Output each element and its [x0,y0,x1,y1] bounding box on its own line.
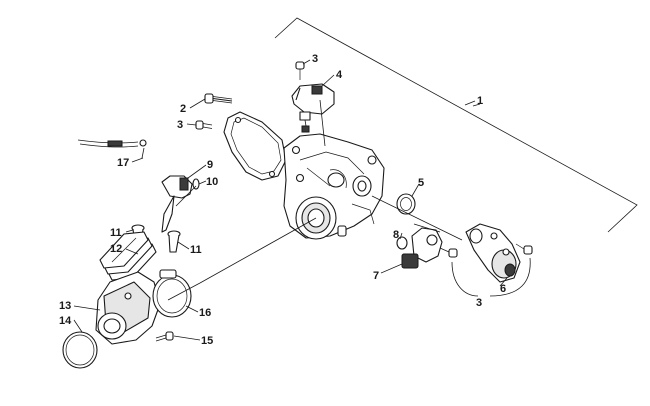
screw-part-11-right [167,230,181,253]
callout-13: 13 [59,300,71,312]
sensor-part-7 [401,227,443,269]
callout-labels: 1 2 3 3 3 4 5 6 7 8 9 10 11 11 12 13 14 … [59,53,506,347]
callout-7: 7 [373,270,379,282]
screw-part-3-right-a [439,247,458,258]
alignment-lines [167,99,463,301]
callout-11-left: 11 [110,227,122,239]
clamp-part-16 [152,269,192,318]
callout-2: 2 [180,103,186,115]
screw-part-15 [155,331,174,342]
idle-valve-part-6 [465,223,521,283]
callout-3-left: 3 [177,119,183,131]
callout-4: 4 [336,69,343,81]
o-ring-part-5 [396,193,416,215]
callout-15: 15 [201,335,213,347]
callout-6: 6 [500,283,506,295]
assembly-bracket [274,17,638,233]
throttle-cable [77,139,147,159]
screw-part-3-left [195,120,213,130]
callout-1: 1 [477,95,483,107]
cover-plate [223,111,287,181]
sensor-part-4 [291,83,335,133]
callout-10: 10 [206,176,218,188]
callout-12: 12 [110,243,122,255]
callout-14: 14 [59,315,72,327]
screw-part-3-right-b [515,243,533,255]
callout-3-bottom: 3 [476,297,482,309]
callout-8: 8 [393,229,399,241]
callout-5: 5 [418,177,424,189]
leader-lines [73,59,531,341]
intake-boot-part-13 [95,271,161,345]
callout-11-right: 11 [190,244,202,256]
callout-3-top: 3 [312,53,318,65]
callout-16: 16 [199,307,211,319]
o-ring-part-14 [62,331,98,369]
callout-17: 17 [117,157,129,169]
o-ring-part-8 [396,236,408,250]
callout-9: 9 [207,159,213,171]
o-ring-part-10 [192,178,200,190]
sensor-part-9 [161,175,193,233]
heat-shield-part-12 [99,231,157,281]
screw-part-3-top [295,61,305,80]
bolt-part-2 [204,93,233,104]
throttle-body-housing [283,133,385,240]
